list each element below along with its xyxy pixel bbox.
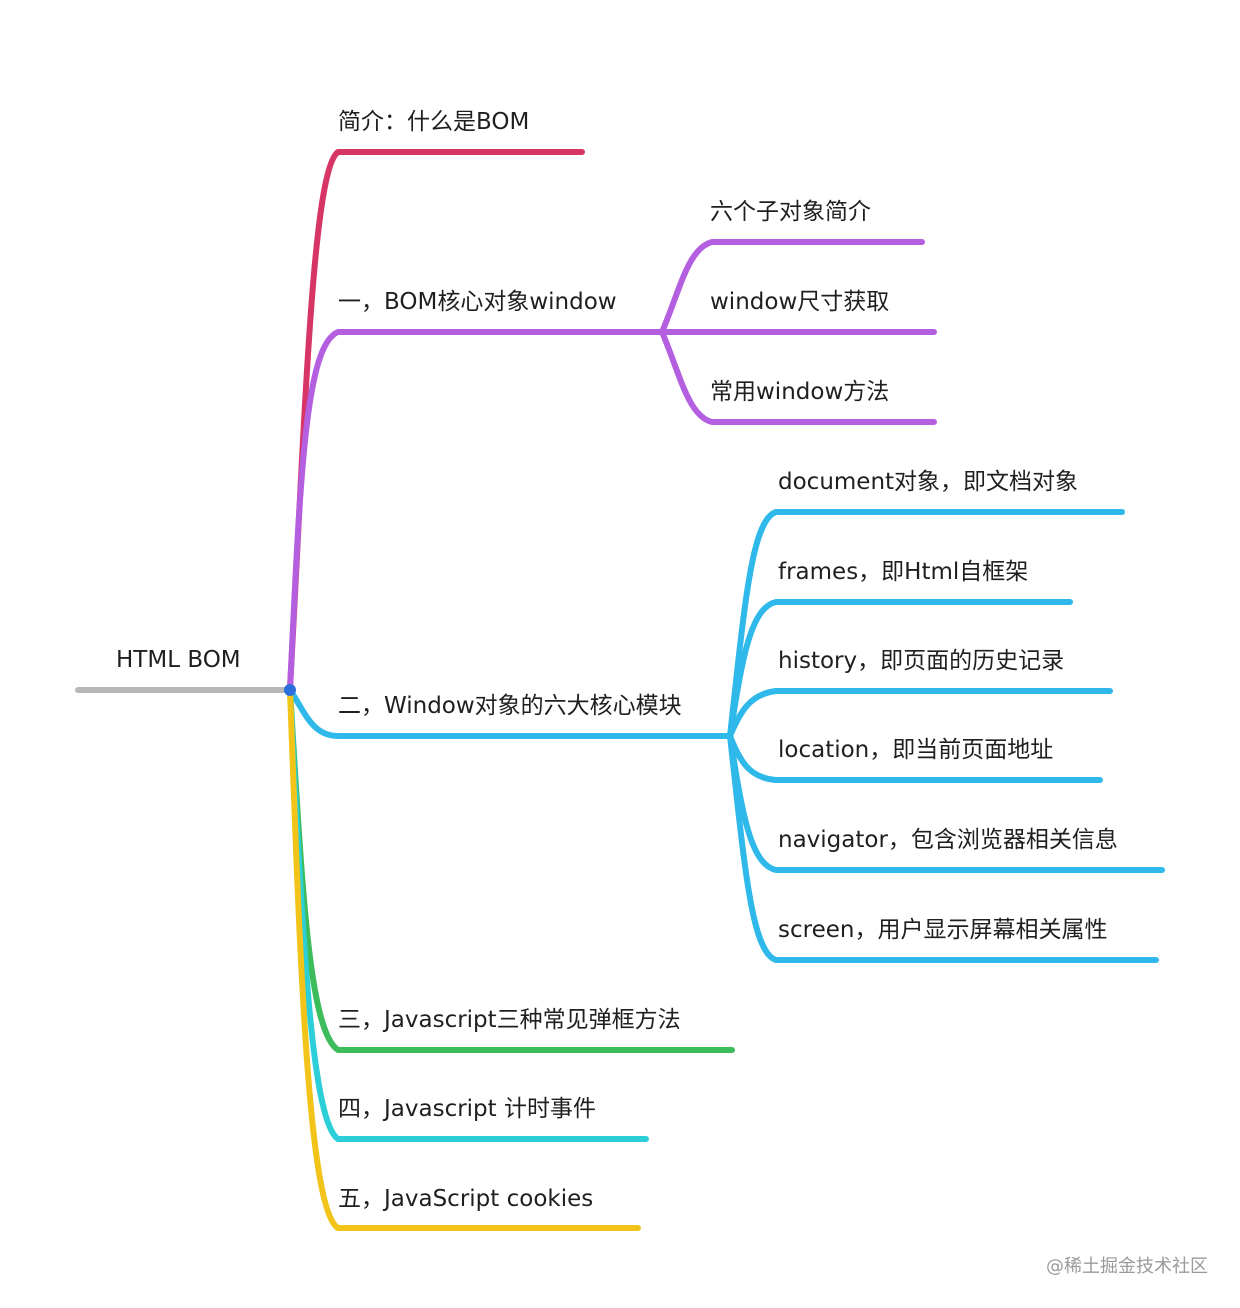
child-window-methods[interactable]: 常用window方法 [659,329,937,425]
root-connector-dot [284,684,296,696]
child-window-methods-label: 常用window方法 [710,379,889,405]
child-frames-label: frames，即Html自框架 [778,559,1028,585]
child-six-subobjects[interactable]: 六个子对象简介 [659,199,925,335]
child-history-line [727,688,1113,739]
child-window-methods-line [659,329,937,425]
branch-intro-label: 简介：什么是BOM [338,109,529,135]
branch-window-core-line [287,329,665,693]
child-history[interactable]: history，即页面的历史记录 [727,648,1113,739]
child-frames-line [727,599,1073,739]
child-screen-line [727,733,1159,963]
branch-six-modules[interactable]: 二，Window对象的六大核心模块 document对象，即文档对象 frame… [287,469,1165,963]
child-screen[interactable]: screen，用户显示屏幕相关属性 [727,733,1159,963]
branch-dialogs-label: 三，Javascript三种常见弹框方法 [338,1007,681,1033]
child-navigator-label: navigator，包含浏览器相关信息 [778,827,1118,853]
watermark: @稀土掘金技术社区 [1046,1256,1208,1277]
child-frames[interactable]: frames，即Html自框架 [727,559,1073,739]
child-window-size[interactable]: window尺寸获取 [659,289,937,335]
child-screen-label: screen，用户显示屏幕相关属性 [778,917,1107,943]
root-node[interactable]: HTML BOM [75,647,293,693]
child-window-size-label: window尺寸获取 [710,289,889,315]
branch-six-modules-label: 二，Window对象的六大核心模块 [338,693,682,719]
branch-cookies-line [287,687,641,1231]
branch-dialogs-line [287,687,735,1053]
child-history-label: history，即页面的历史记录 [778,648,1064,674]
branch-cookies-label: 五，JavaScript cookies [338,1186,593,1212]
branch-window-core-label: 一，BOM核心对象window [338,289,617,315]
branch-cookies[interactable]: 五，JavaScript cookies [287,687,641,1231]
branch-intro-line [287,149,585,693]
child-six-subobjects-label: 六个子对象简介 [710,199,871,225]
root-label: HTML BOM [116,647,241,673]
child-location-label: location，即当前页面地址 [778,737,1053,763]
child-document[interactable]: document对象，即文档对象 [727,469,1125,739]
branch-timing-line [287,687,649,1142]
child-document-line [727,509,1125,739]
branch-timing-label: 四，Javascript 计时事件 [338,1096,596,1122]
child-six-subobjects-line [659,239,925,335]
branch-window-core[interactable]: 一，BOM核心对象window 六个子对象简介 window尺寸获取 常用win… [287,199,937,693]
branch-intro[interactable]: 简介：什么是BOM [287,109,585,693]
branch-six-modules-line [287,687,733,739]
child-document-label: document对象，即文档对象 [778,469,1078,495]
child-location[interactable]: location，即当前页面地址 [727,733,1103,783]
branch-timing[interactable]: 四，Javascript 计时事件 [287,687,649,1142]
branch-dialogs[interactable]: 三，Javascript三种常见弹框方法 [287,687,735,1053]
